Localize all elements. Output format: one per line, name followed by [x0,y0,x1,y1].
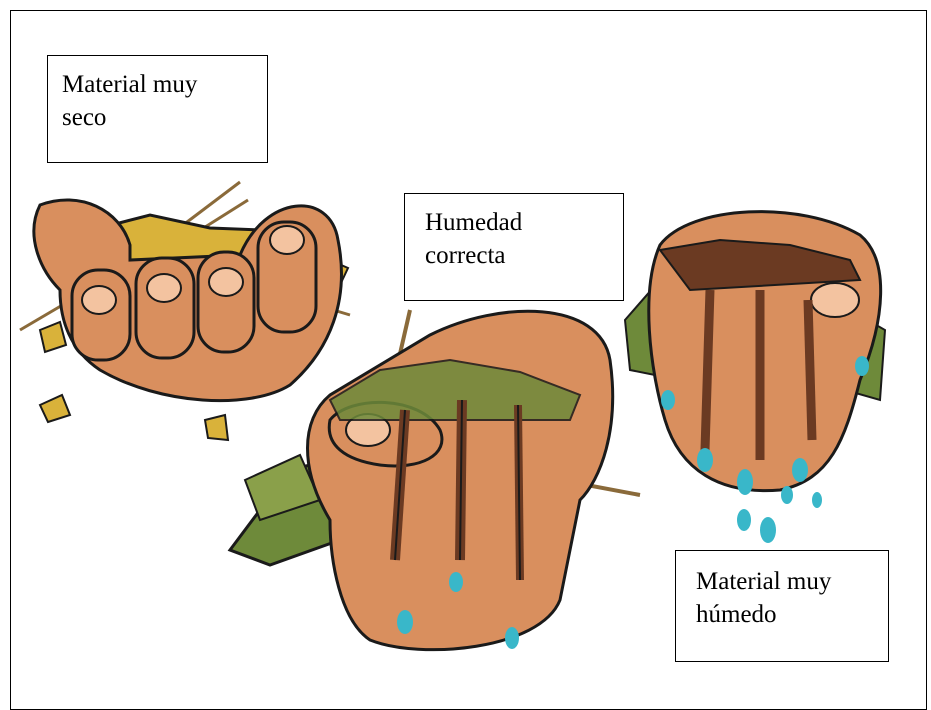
label-right-line2: correcta [425,239,609,272]
label-material-muy-seco: Material muy seco [47,55,268,163]
label-material-muy-humedo: Material muy húmedo [675,550,889,662]
hand-wet-icon [625,212,885,543]
label-dry-line2: seco [62,101,253,134]
label-dry-line1: Material muy [62,68,253,101]
label-humedad-correcta: Humedad correcta [404,193,624,301]
label-right-line1: Humedad [425,206,609,239]
label-wet-line1: Material muy [696,565,874,598]
hand-dry-icon [20,182,350,440]
label-wet-line2: húmedo [696,598,874,631]
